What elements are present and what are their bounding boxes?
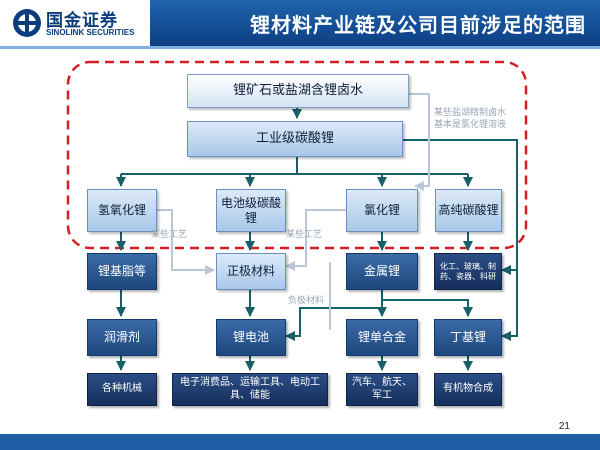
footer-bar	[0, 434, 600, 450]
lithium-battery-node: 锂电池	[216, 319, 286, 356]
organic-synthesis-node: 有机物合成	[434, 373, 502, 406]
battery-uses-node: 电子消费品、运输工具、电动工具、储能	[172, 373, 328, 406]
lubricant-node: 润滑剂	[87, 319, 157, 356]
title-divider	[0, 46, 600, 49]
high-purity-carbonate-node: 高纯碳酸锂	[435, 189, 502, 232]
raw-brine-node: 锂矿石或盐湖含锂卤水	[187, 74, 409, 108]
hydroxide-node: 氢氧化锂	[87, 189, 157, 232]
logo: 国金证券 SINOLINK SECURITIES	[0, 0, 150, 46]
alloy-uses-node: 汽车、航天、军工	[346, 373, 418, 406]
chloride-node: 氯化锂	[346, 189, 418, 232]
lithium-alloy-node: 锂单合金	[346, 319, 418, 356]
sinolink-logo-icon	[13, 9, 41, 37]
page-title: 锂材料产业链及公司目前涉足的范围	[250, 13, 586, 37]
industrial-carbonate-node: 工业级碳酸锂	[187, 121, 403, 157]
cathode-node: 正极材料	[216, 253, 286, 290]
logo-text-cn: 国金证券	[46, 11, 118, 31]
anode-note: 负极材料	[288, 296, 325, 306]
logo-text-en: SINOLINK SECURITIES	[46, 28, 135, 37]
grease-node: 锂基脂等	[87, 253, 157, 290]
chemical-uses-node: 化工、玻璃、制药、瓷器、科研	[434, 253, 502, 290]
process-note-left: 某些工艺	[151, 230, 188, 240]
brine-note-line1: 某些盐湖精制卤水	[434, 108, 507, 118]
page-number: 21	[558, 421, 570, 432]
machinery-node: 各种机械	[87, 373, 157, 406]
brine-note-line2: 基本是氯化锂溶液	[434, 119, 507, 130]
process-note-right: 某些工艺	[286, 230, 323, 240]
butyllithium-node: 丁基锂	[434, 319, 502, 356]
brine-note: 某些盐湖精制卤水 基本是氯化锂溶液	[434, 108, 506, 131]
lithium-metal-node: 金属锂	[346, 253, 418, 290]
company-scope-outline	[66, 60, 528, 250]
battery-carbonate-node: 电池级碳酸锂	[216, 189, 286, 232]
